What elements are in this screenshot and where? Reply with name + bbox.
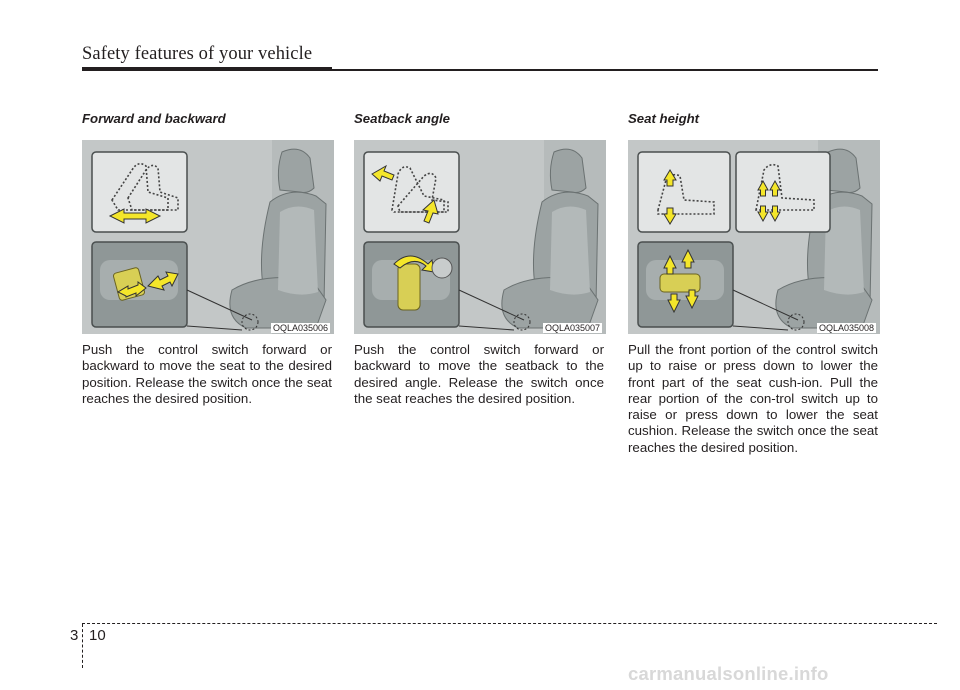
section-heading: Seat height xyxy=(628,111,700,126)
page-header-title: Safety features of your vehicle xyxy=(82,44,313,64)
footer-page-divider xyxy=(82,624,83,668)
watermark: carmanualsonline.info xyxy=(628,663,829,684)
seat-figure-seatback-angle: OQLA035007 xyxy=(354,140,606,334)
seat-figure-seat-height: OQLA035008 xyxy=(628,140,880,334)
chapter-number: 3 xyxy=(70,627,79,644)
section-body: Push the control switch forward or backw… xyxy=(82,342,332,406)
seat-illustration xyxy=(354,140,606,334)
header-rule-thick xyxy=(82,67,332,71)
seat-illustration xyxy=(628,140,880,334)
section-heading: Seatback angle xyxy=(354,111,451,126)
header-rule-thin xyxy=(332,69,878,71)
section-seat-height: Seat height xyxy=(628,110,880,455)
figure-code: OQLA035007 xyxy=(542,323,602,333)
seat-illustration xyxy=(82,140,334,334)
page-number: 10 xyxy=(89,627,106,644)
section-forward-backward: Forward and backward xyxy=(82,110,334,406)
section-body: Push the control switch forward or backw… xyxy=(354,342,604,406)
section-seatback-angle: Seatback angle OQLA035007 xyxy=(354,110,606,406)
section-heading: Forward and backward xyxy=(82,111,226,126)
seat-figure-forward-backward: OQLA035006 xyxy=(82,140,334,334)
section-body: Pull the front portion of the control sw… xyxy=(628,342,878,455)
figure-code: OQLA035006 xyxy=(270,323,330,333)
figure-code: OQLA035008 xyxy=(816,323,876,333)
footer-divider xyxy=(82,623,937,624)
